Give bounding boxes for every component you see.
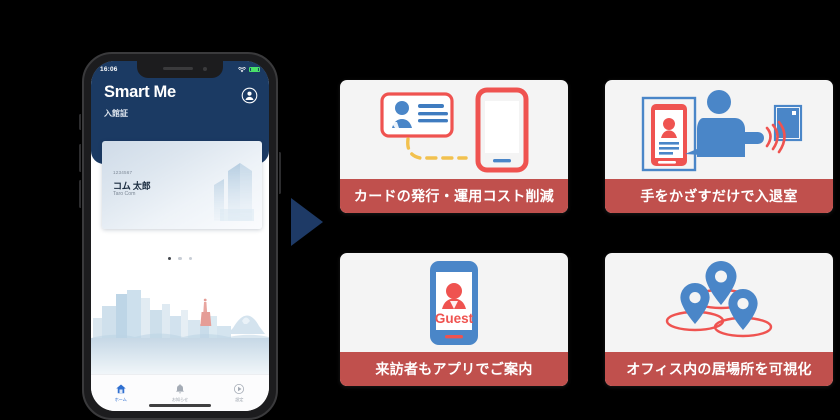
feature-card-card-issuance[interactable]: カードの発行・運用コスト削減 bbox=[340, 80, 568, 213]
wave-hand-access-reader-icon bbox=[605, 80, 833, 179]
account-circle-icon[interactable] bbox=[241, 87, 258, 104]
tab-home[interactable]: ホーム bbox=[91, 383, 150, 404]
right-triangle-arrow-icon bbox=[291, 198, 323, 246]
app-title: Smart Me bbox=[104, 83, 176, 101]
phone-speaker bbox=[163, 67, 193, 70]
pass-card-number: 1234567 bbox=[113, 170, 133, 175]
home-indicator bbox=[149, 404, 211, 407]
wifi-icon bbox=[238, 66, 246, 72]
tab-home-label: ホーム bbox=[114, 397, 127, 403]
bell-icon bbox=[175, 384, 184, 394]
feature-card-caption: オフィス内の居場所を可視化 bbox=[605, 352, 833, 386]
entry-pass-card[interactable]: 1234567 コム 太郎 Taro Com bbox=[102, 141, 262, 229]
tab-notifications[interactable]: お知らせ bbox=[150, 383, 209, 404]
tab-notifications-label: お知らせ bbox=[171, 397, 189, 403]
guest-smartphone-icon: Guest bbox=[340, 253, 568, 352]
smartphone-mockup: Smart Me 入館証 16:06 bbox=[79, 52, 281, 420]
feature-card-location-visualization[interactable]: オフィス内の居場所を可視化 bbox=[605, 253, 833, 386]
pass-card-name-romaji: Taro Com bbox=[113, 191, 136, 197]
pass-card-name: コム 太郎 bbox=[113, 181, 151, 191]
carousel-dot-1[interactable] bbox=[168, 257, 172, 261]
tab-settings[interactable]: 設定 bbox=[210, 383, 269, 404]
feature-card-caption: カードの発行・運用コスト削減 bbox=[340, 179, 568, 213]
phone-notch bbox=[137, 61, 223, 78]
phone-volume-down-button bbox=[79, 180, 82, 208]
location-pins-icon bbox=[605, 253, 833, 352]
carousel-dots[interactable] bbox=[91, 257, 269, 261]
city-skyline-illustration bbox=[91, 266, 269, 378]
guest-label: Guest bbox=[435, 311, 474, 326]
feature-card-guest-guidance[interactable]: Guest 来訪者もアプリでご案内 bbox=[340, 253, 568, 386]
phone-screen: Smart Me 入館証 16:06 bbox=[91, 61, 269, 411]
feature-card-touchless-access[interactable]: 手をかざすだけで入退室 bbox=[605, 80, 833, 213]
battery-icon bbox=[249, 66, 260, 73]
feature-card-caption: 手をかざすだけで入退室 bbox=[605, 179, 833, 213]
id-card-to-smartphone-icon bbox=[340, 80, 568, 179]
status-indicators bbox=[238, 66, 260, 73]
phone-volume-up-button bbox=[79, 144, 82, 172]
building-illustration bbox=[214, 163, 254, 221]
bottom-tab-bar[interactable]: ホーム お知らせ 設定 bbox=[91, 374, 269, 411]
home-icon bbox=[115, 384, 126, 393]
carousel-dot-2[interactable] bbox=[178, 257, 182, 261]
settings-play-icon bbox=[234, 383, 245, 394]
phone-body: Smart Me 入館証 16:06 bbox=[82, 52, 278, 420]
app-subtitle: 入館証 bbox=[104, 108, 128, 118]
carousel-dot-3[interactable] bbox=[188, 257, 192, 261]
tab-settings-label: 設定 bbox=[235, 397, 244, 403]
status-time: 16:06 bbox=[100, 66, 118, 73]
skyline-svg bbox=[91, 290, 269, 378]
feature-card-caption: 来訪者もアプリでご案内 bbox=[340, 352, 568, 386]
phone-front-camera bbox=[202, 66, 207, 71]
phone-power-button bbox=[278, 152, 281, 194]
phone-silent-switch bbox=[79, 114, 82, 130]
